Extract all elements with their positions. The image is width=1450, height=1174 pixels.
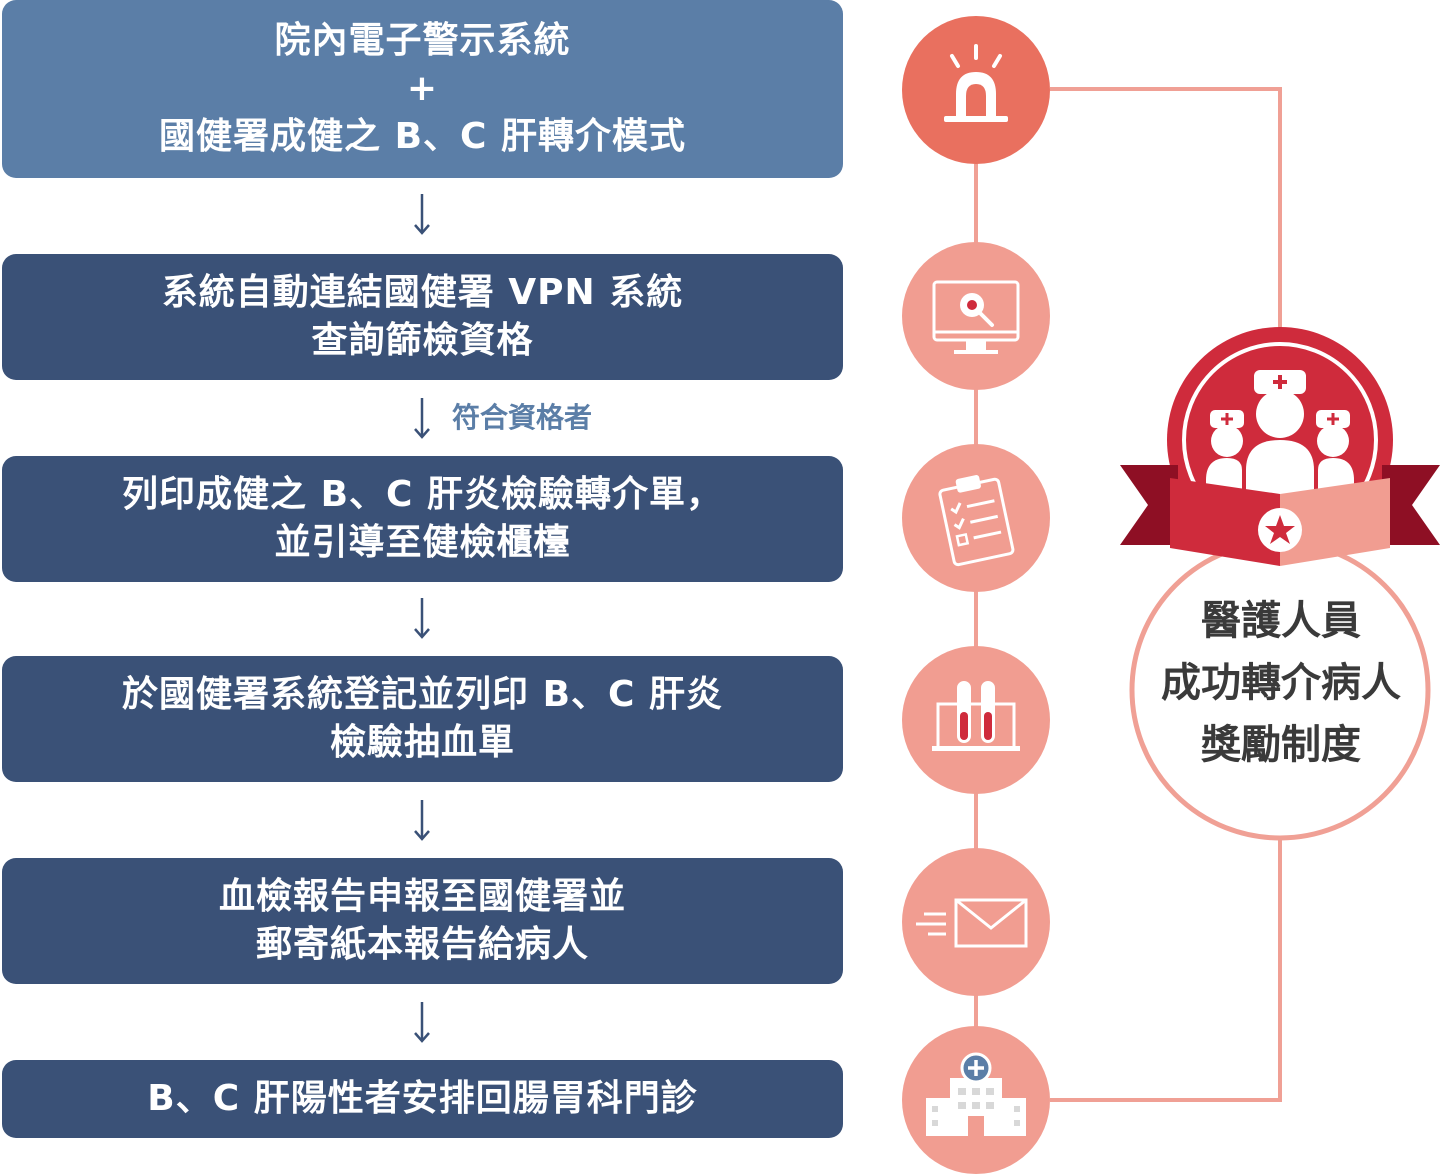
alarm-icon xyxy=(902,16,1050,164)
test-tubes-icon xyxy=(902,646,1050,794)
reward-line-3: 獎勵制度 xyxy=(1201,722,1361,768)
step-2-line-2: 查詢篩檢資格 xyxy=(311,320,534,361)
hospital-icon xyxy=(902,1026,1050,1174)
medical-staff-ribbon-icon xyxy=(1120,327,1440,566)
step-3-box: 列印成健之 B、C 肝炎檢驗轉介單， 並引導至健檢櫃檯 xyxy=(2,456,843,582)
arrow-down-icon xyxy=(414,194,430,235)
step-5-box: 血檢報告申報至國健署並 郵寄紙本報告給病人 xyxy=(2,858,843,984)
step-4-box: 於國健署系統登記並列印 B、C 肝炎 檢驗抽血單 xyxy=(2,656,843,782)
step-6-box: B、C 肝陽性者安排回腸胃科門診 xyxy=(2,1060,843,1138)
step-2-box: 系統自動連結國健署 VPN 系統 查詢篩檢資格 xyxy=(2,254,843,380)
step-1-line-3: 國健署成健之 B、C 肝轉介模式 xyxy=(159,116,686,157)
step-2-line-1: 系統自動連結國健署 VPN 系統 xyxy=(161,272,684,313)
envelope-icon xyxy=(902,848,1050,996)
arrow-down-icon xyxy=(414,598,430,639)
eligible-label: 符合資格者 xyxy=(452,401,593,434)
step-4-line-1: 於國健署系統登記並列印 B、C 肝炎 xyxy=(122,674,723,715)
step-3-line-2: 並引導至健檢櫃檯 xyxy=(274,522,571,563)
monitor-search-icon xyxy=(902,242,1050,390)
reward-system-label: 醫護人員 成功轉介病人 獎勵制度 xyxy=(1136,590,1426,780)
step-6-line-1: B、C 肝陽性者安排回腸胃科門診 xyxy=(147,1078,698,1119)
step-4-line-2: 檢驗抽血單 xyxy=(329,722,515,763)
step-3-line-1: 列印成健之 B、C 肝炎檢驗轉介單， xyxy=(122,474,723,515)
step-1-line-1: 院內電子警示系統 xyxy=(274,20,571,61)
arrow-down-icon xyxy=(414,800,430,841)
arrow-down-icon xyxy=(414,398,430,439)
reward-line-2: 成功轉介病人 xyxy=(1161,660,1401,706)
step-1-line-2: + xyxy=(406,68,439,109)
reward-line-1: 醫護人員 xyxy=(1201,598,1361,644)
step-1-box: 院內電子警示系統 + 國健署成健之 B、C 肝轉介模式 xyxy=(2,0,843,178)
step-5-line-2: 郵寄紙本報告給病人 xyxy=(255,924,589,965)
arrow-down-icon xyxy=(414,1002,430,1043)
step-5-line-1: 血檢報告申報至國健署並 xyxy=(218,876,626,917)
clipboard-checklist-icon xyxy=(902,444,1050,592)
